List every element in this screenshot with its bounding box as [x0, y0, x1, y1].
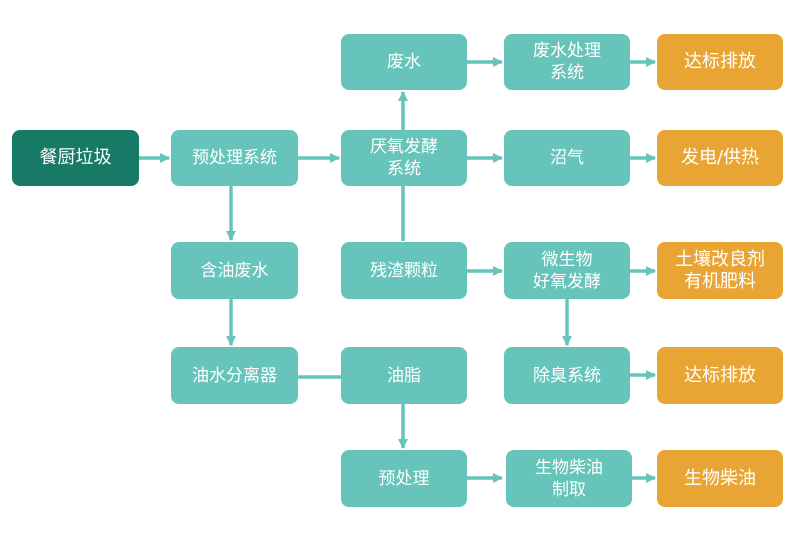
power-heat-node: 发电/供热: [657, 130, 783, 186]
soil-conditioner-node: 土壤改良剂 有机肥料: [657, 242, 783, 299]
discharge-node-1: 达标排放: [657, 34, 783, 90]
aerobic-fermentation-node: 微生物 好氧发酵: [504, 242, 630, 299]
pretreatment-system-node: 预处理系统: [171, 130, 298, 186]
kitchen-waste-node: 餐厨垃圾: [12, 130, 139, 186]
oil-water-separator-node: 油水分离器: [171, 347, 298, 404]
oily-wastewater-node: 含油废水: [171, 242, 298, 299]
anaerobic-fermentation-node: 厌氧发酵 系统: [341, 130, 467, 186]
residue-granules-node: 残渣颗粒: [341, 242, 467, 299]
biogas-node: 沼气: [504, 130, 630, 186]
discharge-node-2: 达标排放: [657, 347, 783, 404]
pretreatment-node: 预处理: [341, 450, 467, 507]
biodiesel-production-node: 生物柴油 制取: [506, 450, 632, 507]
deodorization-node: 除臭系统: [504, 347, 630, 404]
wastewater-node: 废水: [341, 34, 467, 90]
wastewater-treatment-node: 废水处理 系统: [504, 34, 630, 90]
grease-node: 油脂: [341, 347, 467, 404]
biodiesel-node: 生物柴油: [657, 450, 783, 507]
